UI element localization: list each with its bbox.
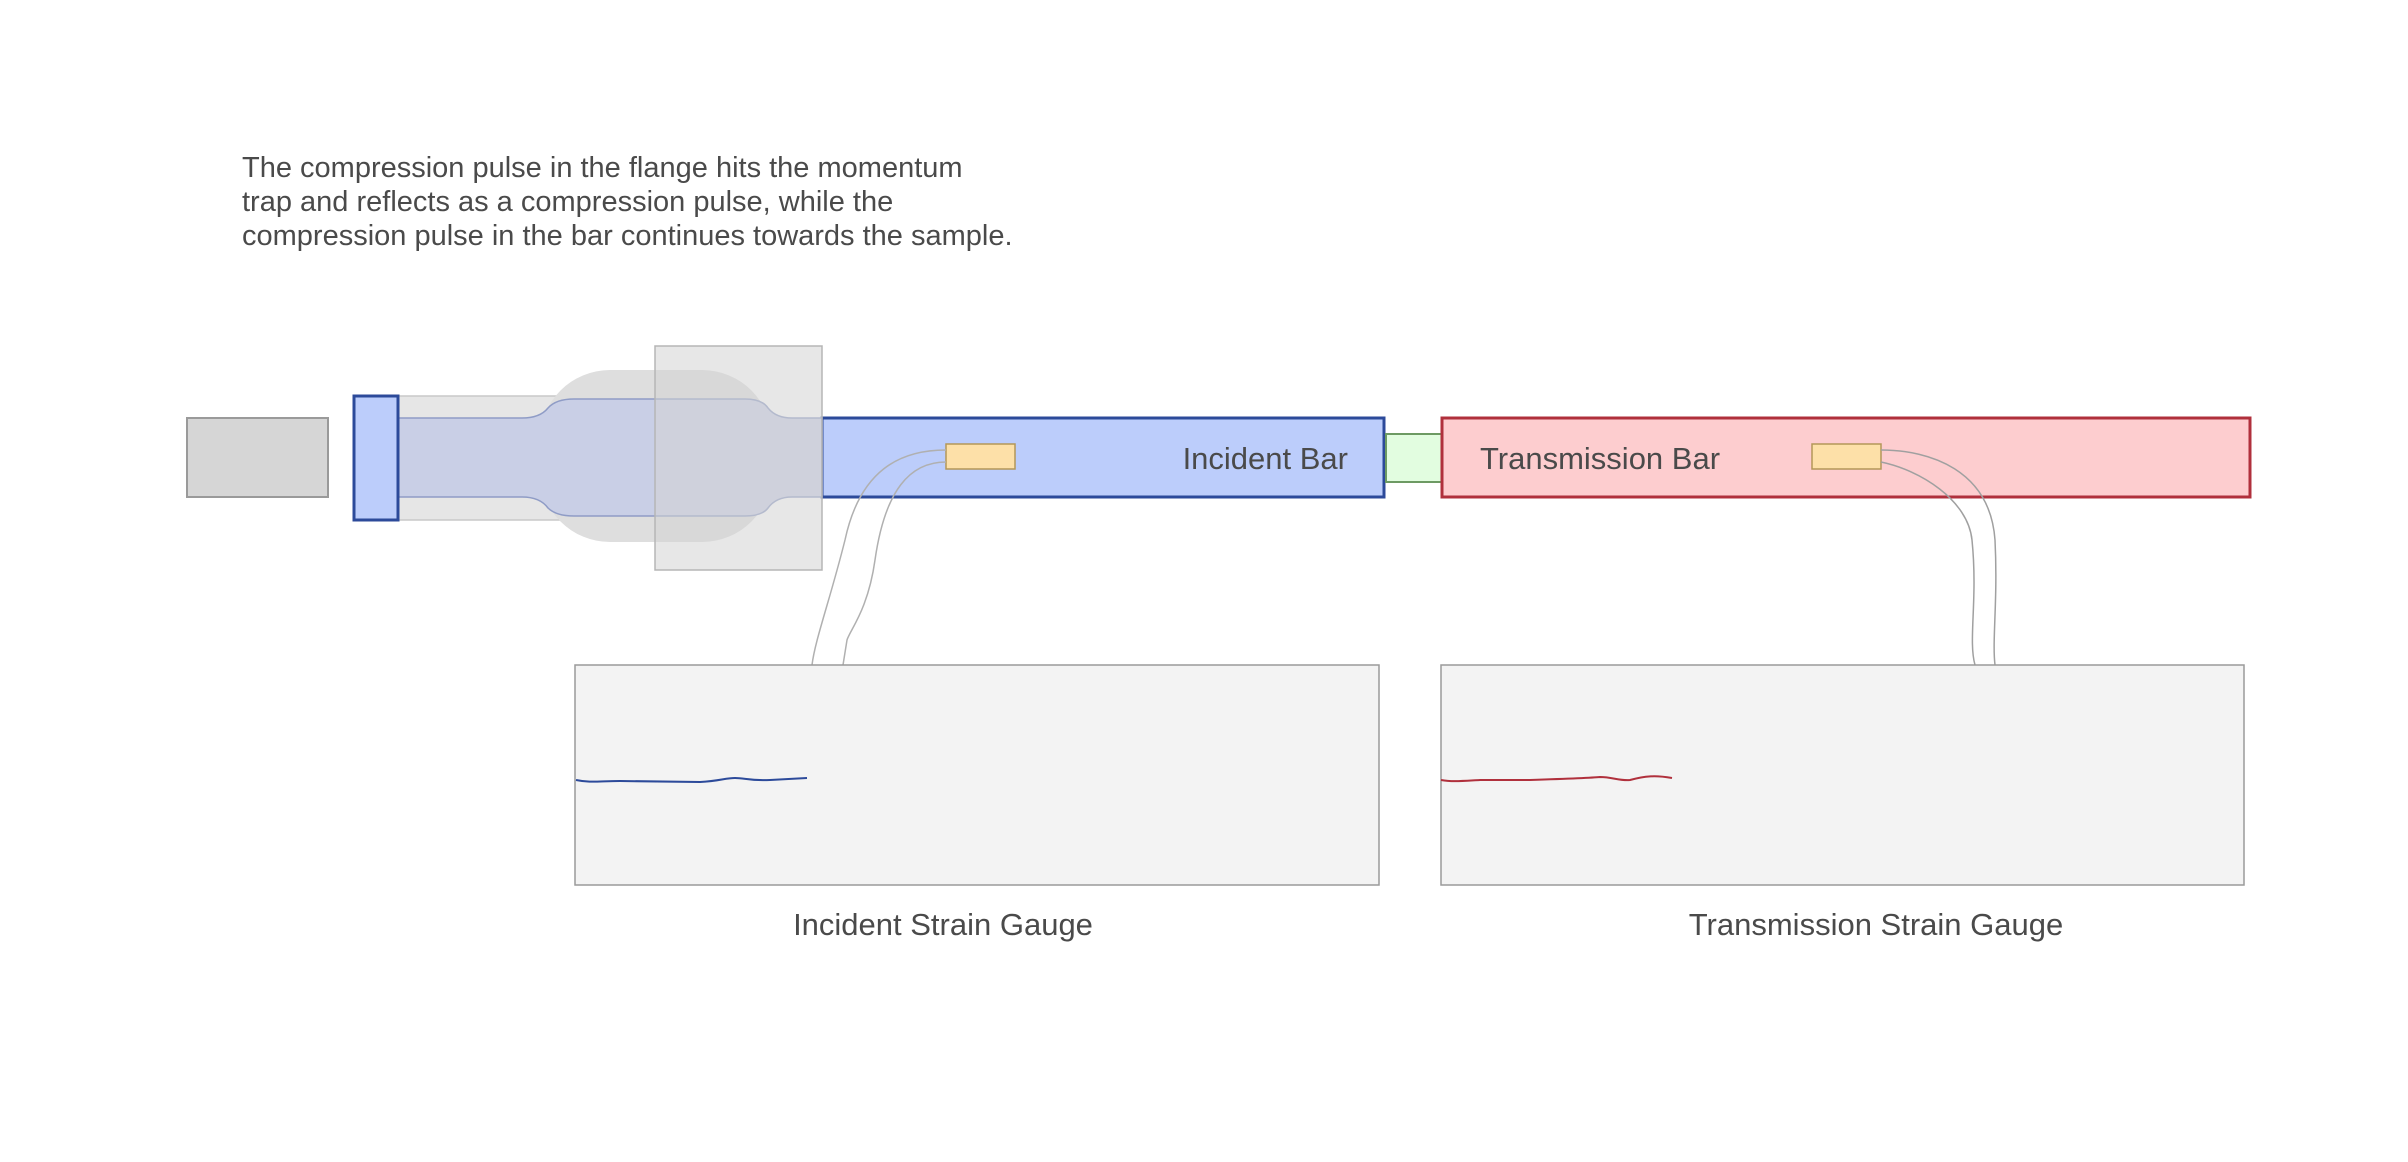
incident-gauge-wire-1	[811, 449, 947, 666]
incident-gauge-signal	[575, 776, 808, 784]
incident-bar-flange	[352, 394, 400, 522]
caption-line-1: The compression pulse in the flange hits…	[242, 152, 963, 184]
incident-bar-label: Incident Bar	[1183, 441, 1348, 476]
incident-gauge-label: Incident Strain Gauge	[793, 907, 1093, 942]
transmission-gauge-wire-1	[1880, 449, 1997, 666]
incident-gauge-wire-2	[842, 461, 947, 666]
incident-bar	[820, 416, 1386, 499]
transmission-gauge-wire-2	[1880, 461, 1976, 666]
transmission-gauge-signal	[1440, 775, 1673, 783]
sample	[1385, 433, 1443, 483]
momentum-trap-block	[654, 345, 823, 571]
caption-line-2: trap and reflects as a compression pulse…	[242, 186, 893, 218]
transmission-gauge-element	[1811, 443, 1882, 470]
incident-gauge-panel	[574, 664, 1380, 886]
caption-line-3: compression pulse in the bar continues t…	[242, 220, 1013, 252]
transmission-bar-label: Transmission Bar	[1480, 441, 1720, 476]
incident-gauge-element	[945, 443, 1016, 470]
transmission-gauge-label: Transmission Strain Gauge	[1689, 907, 2063, 942]
transmission-gauge-panel	[1440, 664, 2245, 886]
striker-bar	[186, 417, 329, 498]
